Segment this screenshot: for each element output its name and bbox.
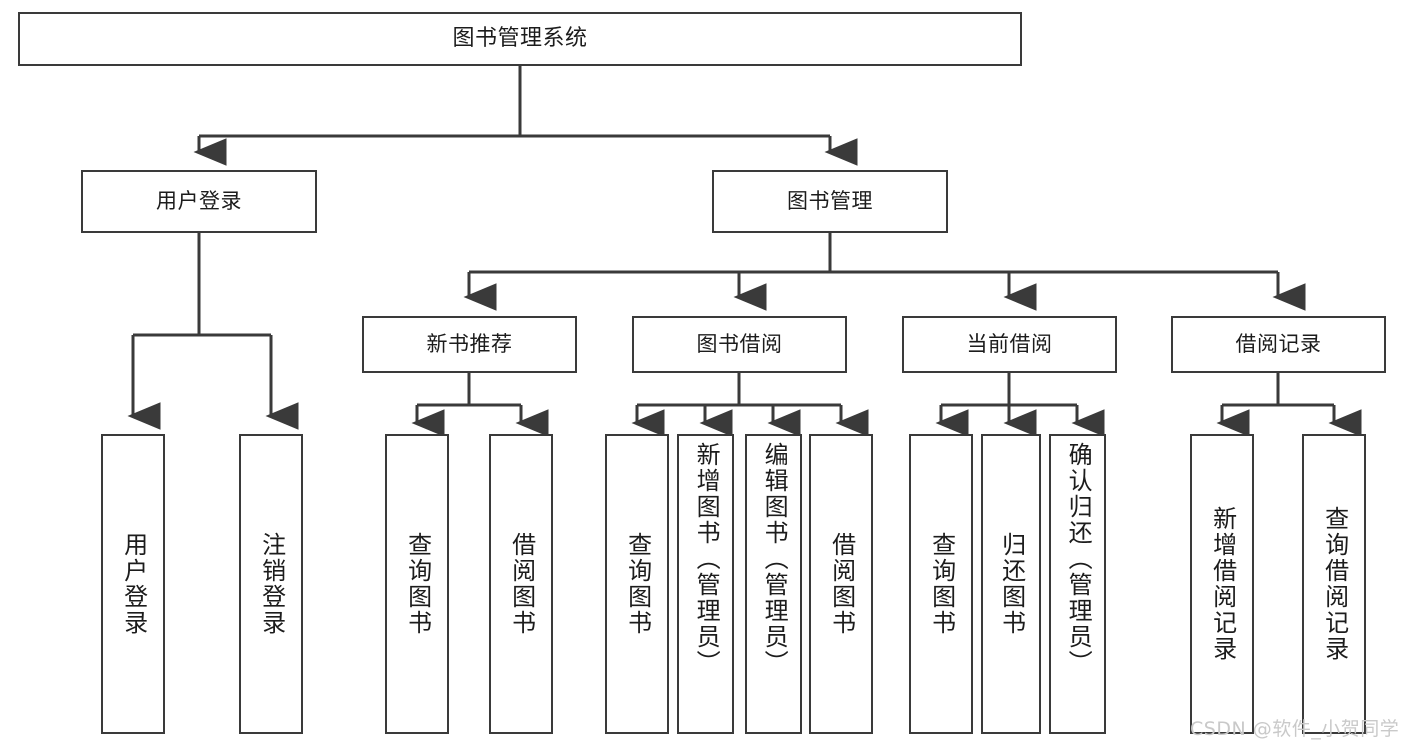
node-label: 归还图书	[997, 532, 1026, 636]
node-user-login[interactable]: 用户登录	[81, 170, 317, 233]
node-book-management[interactable]: 图书管理	[712, 170, 948, 233]
leaf-query-borrow-record[interactable]: 查询借阅记录	[1302, 434, 1366, 734]
node-label: 新增图书（管理员）	[692, 442, 721, 676]
leaf-edit-book-admin[interactable]: 编辑图书（管理员）	[745, 434, 802, 734]
leaf-user-logout[interactable]: 注销登录	[239, 434, 303, 734]
watermark-text: CSDN @软件_小贺同学	[1190, 718, 1400, 740]
node-label: 借阅图书	[507, 532, 536, 636]
leaf-user-login[interactable]: 用户登录	[101, 434, 165, 734]
node-new-book-recommend[interactable]: 新书推荐	[362, 316, 577, 373]
node-label: 新书推荐	[426, 332, 513, 357]
leaf-borrow-book-recommend[interactable]: 借阅图书	[489, 434, 553, 734]
node-label: 图书管理	[787, 189, 873, 214]
leaf-return-book[interactable]: 归还图书	[981, 434, 1041, 734]
node-label: 当前借阅	[966, 332, 1053, 357]
node-label: 图书管理系统	[452, 26, 588, 52]
node-label: 查询借阅记录	[1320, 506, 1349, 662]
node-label: 借阅记录	[1235, 332, 1322, 357]
leaf-query-book-borrow[interactable]: 查询图书	[605, 434, 669, 734]
node-label: 注销登录	[257, 532, 286, 636]
node-label: 用户登录	[119, 532, 148, 636]
node-label: 确认归还（管理员）	[1064, 442, 1093, 676]
node-label: 查询图书	[927, 532, 956, 636]
node-label: 新增借阅记录	[1208, 506, 1237, 662]
leaf-add-book-admin[interactable]: 新增图书（管理员）	[677, 434, 734, 734]
node-label: 查询图书	[403, 532, 432, 636]
node-label: 图书借阅	[696, 332, 783, 357]
node-label: 用户登录	[156, 189, 242, 214]
node-root-book-management-system[interactable]: 图书管理系统	[18, 12, 1022, 66]
leaf-add-borrow-record[interactable]: 新增借阅记录	[1190, 434, 1254, 734]
node-book-borrow[interactable]: 图书借阅	[632, 316, 847, 373]
node-label: 编辑图书（管理员）	[760, 442, 789, 676]
leaf-query-book-current[interactable]: 查询图书	[909, 434, 973, 734]
leaf-borrow-book[interactable]: 借阅图书	[809, 434, 873, 734]
node-current-borrow[interactable]: 当前借阅	[902, 316, 1117, 373]
leaf-query-book-recommend[interactable]: 查询图书	[385, 434, 449, 734]
node-label: 查询图书	[623, 532, 652, 636]
node-borrow-record[interactable]: 借阅记录	[1171, 316, 1386, 373]
node-label: 借阅图书	[827, 532, 856, 636]
leaf-confirm-return-admin[interactable]: 确认归还（管理员）	[1049, 434, 1106, 734]
